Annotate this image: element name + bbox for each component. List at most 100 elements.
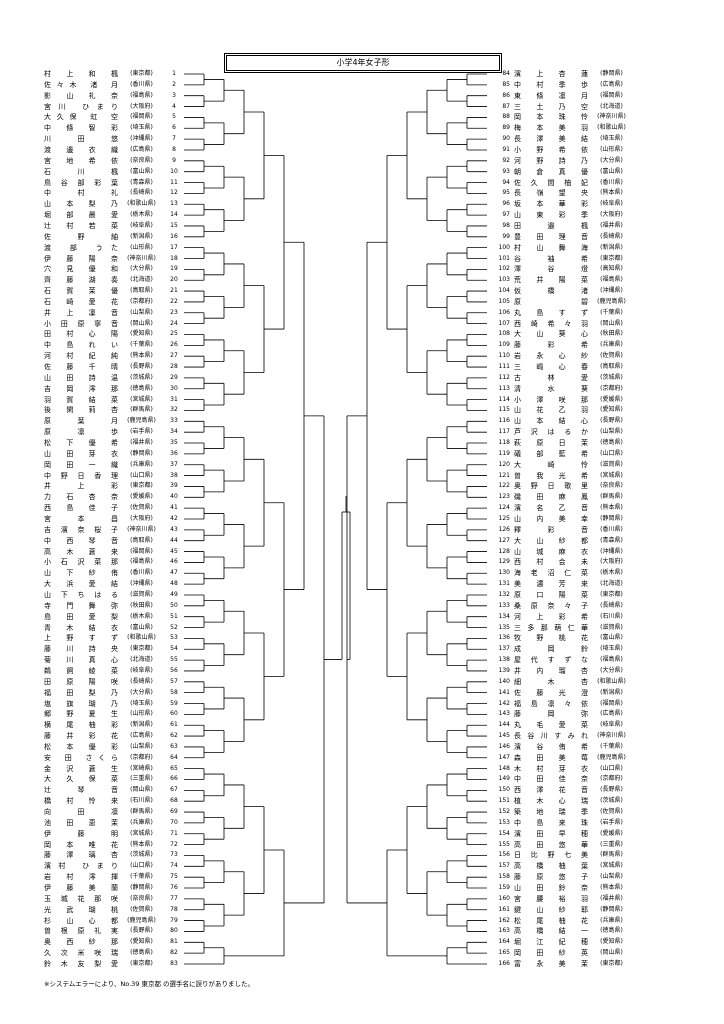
prefecture: (秋田県) [130,601,153,609]
prefecture: (大分県) [600,156,623,164]
player-name: 曽 根 原 礼 実 [44,927,118,936]
player-name: 井 内 瑠 杏 [514,666,588,675]
entry-row-left: 松 下 優 希(福井県)35 [44,438,183,448]
player-name: 橋 村 怜 来 [44,797,118,806]
player-name: 濱 名 乙 音 [514,504,588,513]
prefecture: (京都府) [130,753,153,761]
entry-number: 80 [170,927,178,935]
player-name: 清 水 葵 [514,384,588,393]
prefecture: (大阪府) [600,558,623,566]
entry-number: 20 [170,276,178,284]
player-name: 藤 川 詩 央 [44,645,118,654]
entry-number: 127 [498,536,510,544]
player-name: 池 田 恵 茉 [44,818,118,827]
entry-number: 84 [502,70,510,77]
player-name: 宮 地 希 依 [44,156,118,165]
player-name: 石 川 楓 [44,167,118,176]
player-name: 大 山 葵 心 [514,330,588,339]
entry-row-left: 杉 山 心 都(鹿児島県)79 [44,916,183,926]
entry-row-left: 郷 野 夏 生(山形県)60 [44,709,183,719]
entry-number: 79 [170,916,178,924]
prefecture: (大分県) [130,688,153,696]
prefecture: (愛知県) [130,330,153,338]
player-name: 藤 澤 璃 杏 [44,851,118,860]
entry-number: 47 [170,569,178,577]
entry-number: 59 [170,699,178,707]
entry-number: 6 [172,124,176,132]
entry-number: 82 [170,949,178,957]
entry-number: 68 [170,797,178,805]
entry-number: 19 [170,265,178,273]
prefecture: (東京都) [130,645,153,653]
prefecture: (長崎県) [600,232,623,240]
entry-number: 94 [502,178,510,186]
entry-row-left: 金 沢 蒼 生(宮崎県)65 [44,764,183,774]
player-name: 大 山 紗 都 [514,536,588,545]
entry-row-left: 西 島 佳 子(佐賀県)41 [44,503,183,513]
player-name: 福 島 凛 々 依 [514,699,588,708]
entry-row-left: 原 凛 歩(岩手県)34 [44,427,183,437]
player-name: 牧 野 桃 花 [514,634,588,643]
player-name: 奥 野 日 歌 里 [514,482,588,491]
prefecture: (山口県) [600,764,623,772]
entry-number: 24 [170,319,178,327]
player-name: 山 田 鈴 奈 [514,884,588,893]
entry-number: 41 [170,504,178,512]
player-name: 山 花 乙 羽 [514,406,588,415]
entry-number: 73 [170,851,178,859]
entry-number: 44 [170,536,178,544]
entry-number: 53 [170,634,178,642]
entry-number: 120 [498,460,510,468]
prefecture: (奈良県) [130,156,153,164]
entry-number: 112 [498,373,510,381]
player-name: 藤 彩 希 [514,341,588,350]
entry-number: 108 [498,330,510,338]
player-name: 大 浜 愛 結 [44,580,118,589]
entry-number: 126 [498,525,510,533]
prefecture: (青森県) [600,536,623,544]
player-name: 西 島 佳 子 [44,504,118,513]
entry-row-left: 佐 藤 千 晴(長野県)28 [44,362,183,372]
entry-number: 70 [170,818,178,826]
player-name: 山 内 美 幸 [514,515,588,523]
entry-row-left: 山 本 梨 乃(和歌山県)13 [44,199,183,209]
player-name: 河 上 彩 希 [514,612,588,621]
entry-row-left: 小 田 原 寧 音(岡山県)24 [44,319,183,329]
player-name: 金 沢 蒼 生 [44,764,118,773]
prefecture: (北海道) [130,276,153,284]
entry-number: 98 [502,221,510,229]
entry-number: 36 [170,449,178,457]
prefecture: (北海道) [600,102,623,110]
entry-number: 109 [498,341,510,349]
entry-number: 54 [170,645,178,653]
prefecture: (新潟県) [600,688,623,696]
prefecture: (岡山県) [600,319,623,327]
player-name: 高 田 悠 華 [514,840,588,849]
entry-number: 130 [498,569,510,577]
entry-number: 64 [170,753,178,761]
entry-row-left: 宮 地 希 依(奈良県)9 [44,156,183,166]
entry-number: 149 [498,775,510,783]
entry-number: 166 [498,960,510,967]
entry-row-left: 中 野 日 香 理(山口県)38 [44,471,183,481]
entry-row-left: 池 田 恵 茉(兵庫県)70 [44,818,183,828]
entry-number: 75 [170,873,178,881]
prefecture: (宮城県) [600,862,623,870]
player-name: 谷 袖 希 [514,254,588,263]
entry-number: 161 [498,905,510,913]
prefecture: (愛知県) [600,938,623,946]
entry-number: 128 [498,547,510,555]
